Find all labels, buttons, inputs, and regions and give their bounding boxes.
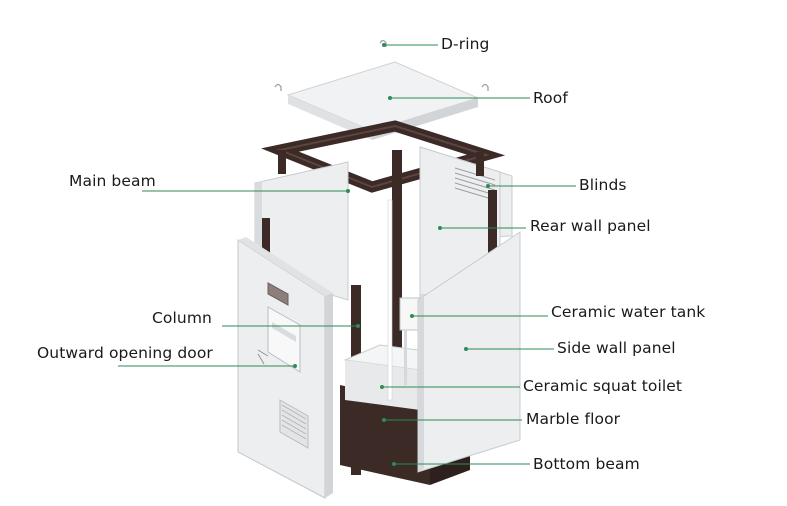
outward-opening-door — [237, 237, 333, 499]
label-ceramic-squat-toilet: Ceramic squat toilet — [523, 377, 683, 395]
label-side-wall-panel: Side wall panel — [557, 339, 676, 357]
d-ring — [274, 39, 489, 91]
side-wall-panel — [417, 231, 521, 473]
leader-lines — [118, 44, 576, 465]
label-column: Column — [152, 309, 212, 327]
label-ceramic-water-tank: Ceramic water tank — [551, 303, 706, 321]
label-main-beam: Main beam — [69, 172, 156, 190]
label-marble-floor: Marble floor — [526, 410, 621, 428]
label-d-ring: D-ring — [441, 35, 490, 53]
label-outward-opening-door: Outward opening door — [37, 344, 213, 362]
label-blinds: Blinds — [579, 176, 627, 194]
label-roof: Roof — [533, 89, 568, 107]
label-bottom-beam: Bottom beam — [533, 455, 640, 473]
leader-dots — [293, 43, 490, 466]
label-rear-wall-panel: Rear wall panel — [530, 217, 651, 235]
